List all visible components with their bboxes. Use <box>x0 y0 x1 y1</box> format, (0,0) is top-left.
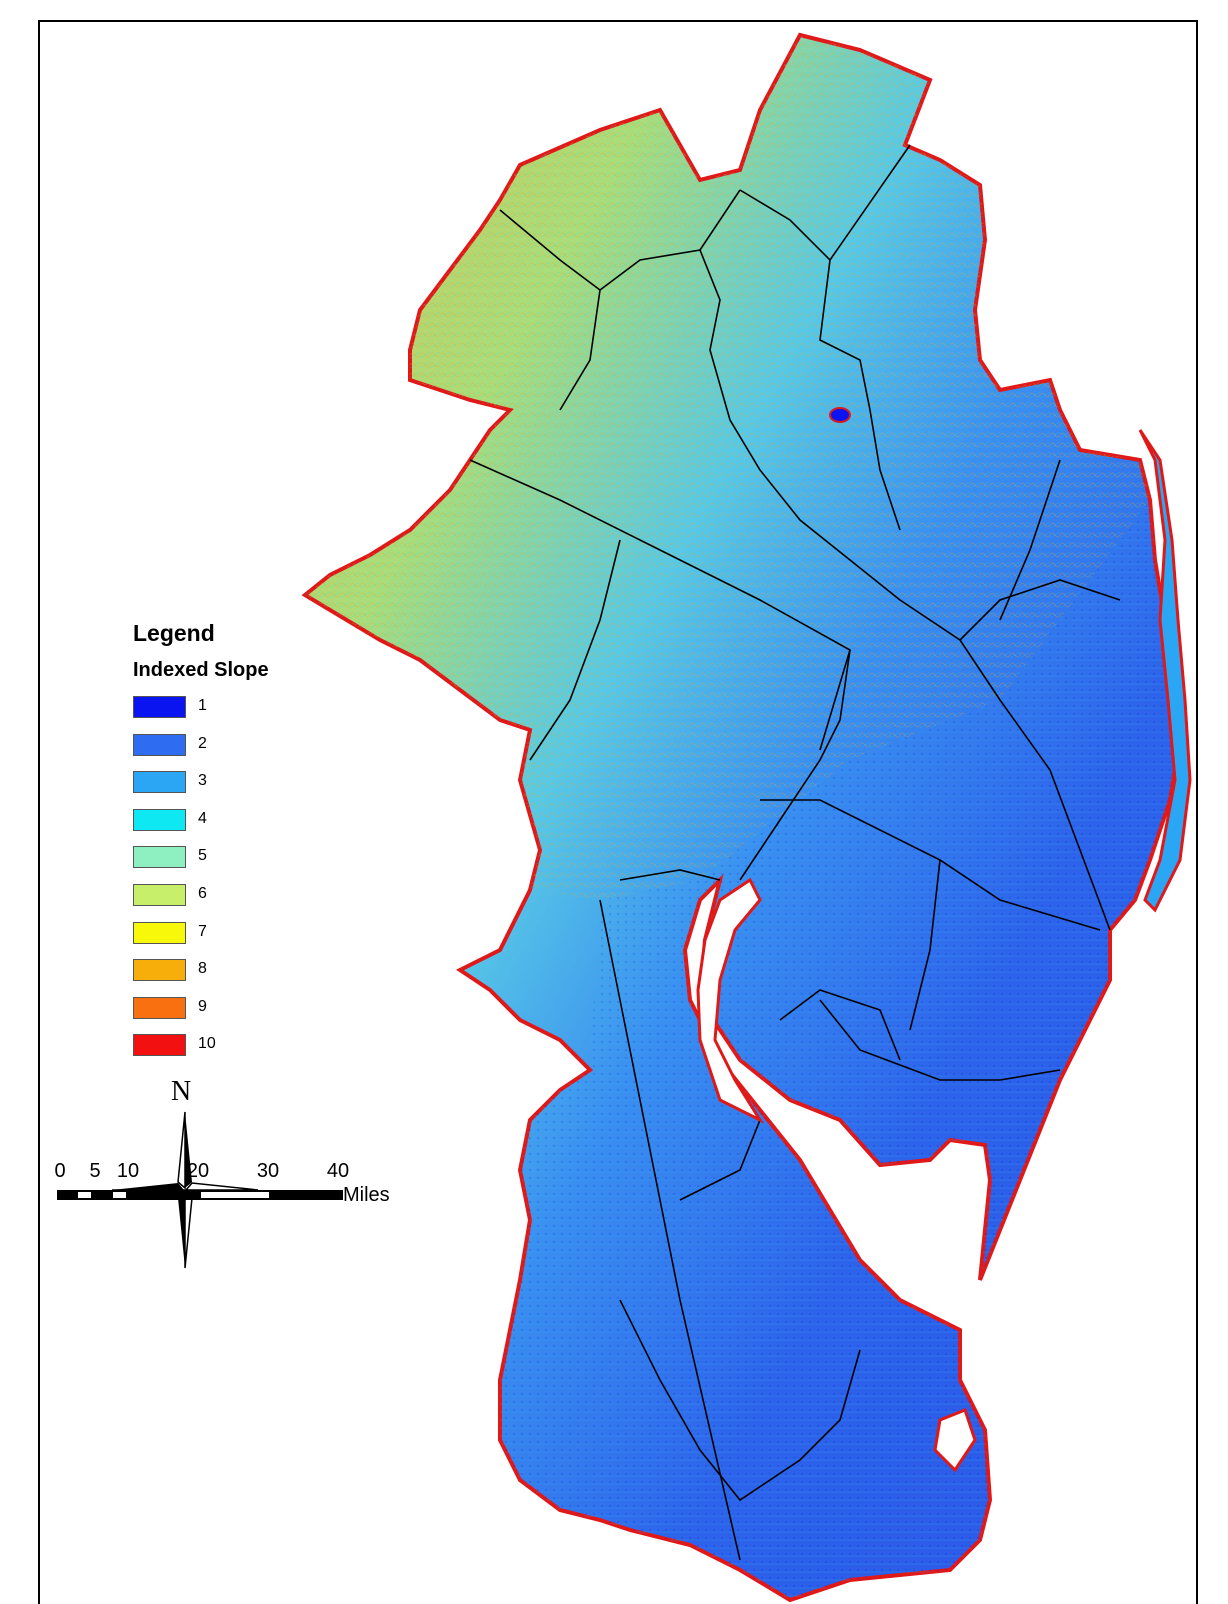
scale-tick-label: 10 <box>116 1160 140 1182</box>
legend-swatch <box>133 808 186 831</box>
scale-tick-label: 20 <box>186 1160 210 1182</box>
legend-swatch <box>133 733 186 756</box>
legend-label: 7 <box>198 922 207 940</box>
river-mouth <box>696 877 765 1124</box>
legend-swatch <box>133 959 186 982</box>
legend-swatch <box>133 846 186 869</box>
scale-tick-label: 30 <box>256 1160 280 1182</box>
scale-tick-label: 0 <box>54 1160 66 1182</box>
legend-swatch <box>133 1034 186 1057</box>
bay-inlet <box>933 1408 977 1473</box>
north-label: N <box>171 1076 192 1107</box>
legend-label: 9 <box>198 997 207 1015</box>
legend-label: 8 <box>198 960 207 978</box>
high-slope-texture <box>305 35 1150 900</box>
scale-tick-label: 5 <box>89 1160 101 1182</box>
legend-label: 1 <box>198 697 207 714</box>
legend-title: Legend <box>133 620 215 646</box>
lake <box>829 407 851 423</box>
county-lines <box>469 144 1121 1561</box>
legend-label: 4 <box>198 809 207 827</box>
legend-swatch <box>133 921 186 944</box>
legend-swatch <box>133 696 186 718</box>
legend-label: 5 <box>198 847 207 865</box>
barrier-island <box>1138 429 1192 913</box>
legend-swatch <box>133 996 186 1019</box>
legend-label: 2 <box>198 734 207 752</box>
legend-label: 10 <box>198 1035 216 1053</box>
legend-swatch <box>133 771 186 794</box>
scale-tick-label: 40 <box>326 1160 350 1182</box>
scale-bar-graphic <box>57 1190 343 1200</box>
legend-swatch <box>133 884 186 906</box>
legend-subtitle: Indexed Slope <box>133 659 269 681</box>
low-slope-texture <box>500 500 1180 1600</box>
scale-units: Miles <box>343 1184 390 1206</box>
legend-label: 3 <box>198 772 207 790</box>
legend-label: 6 <box>198 885 207 902</box>
